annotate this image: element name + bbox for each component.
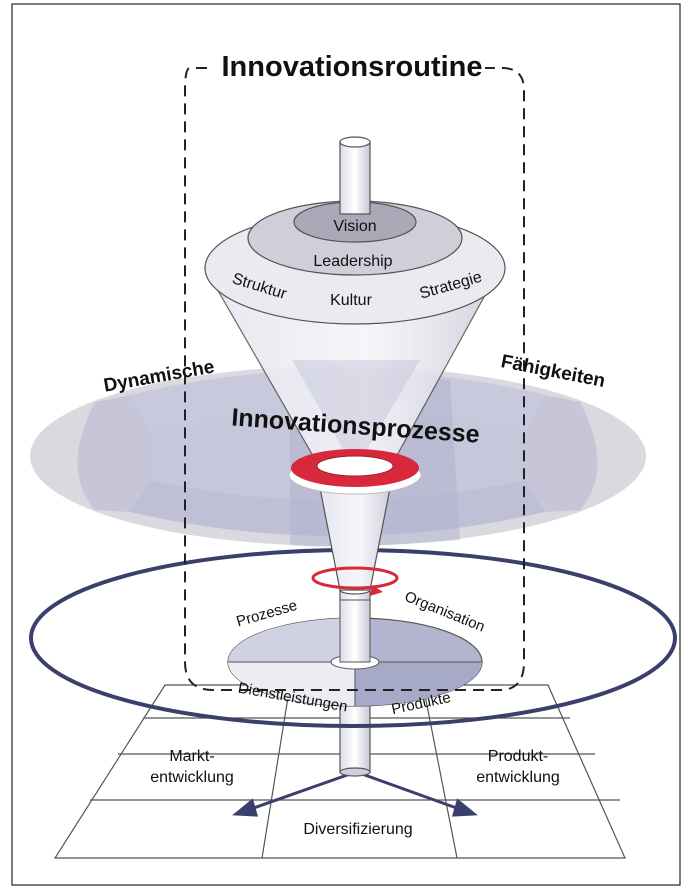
label-markt-line2: entwicklung [150, 769, 234, 786]
title-innovationsroutine: Innovationsroutine [222, 51, 483, 83]
red-ring [288, 449, 422, 495]
label-vision: Vision [333, 218, 376, 235]
small-red-arrow-icon [311, 566, 399, 596]
label-diversifizierung: Diversifizierung [303, 821, 412, 838]
label-leadership: Leadership [313, 253, 392, 270]
top-disc-stack [204, 136, 506, 325]
label-markt-line1: Markt- [169, 748, 214, 765]
lower-disc [227, 599, 483, 707]
label-produkt-line1: Produkt- [488, 748, 548, 765]
label-produkt-line2: entwicklung [476, 769, 560, 786]
diagonal-arrows [232, 772, 478, 817]
routine-dashed-border [184, 67, 525, 691]
label-kultur: Kultur [330, 292, 372, 309]
orbit-ellipse-front [29, 637, 677, 728]
